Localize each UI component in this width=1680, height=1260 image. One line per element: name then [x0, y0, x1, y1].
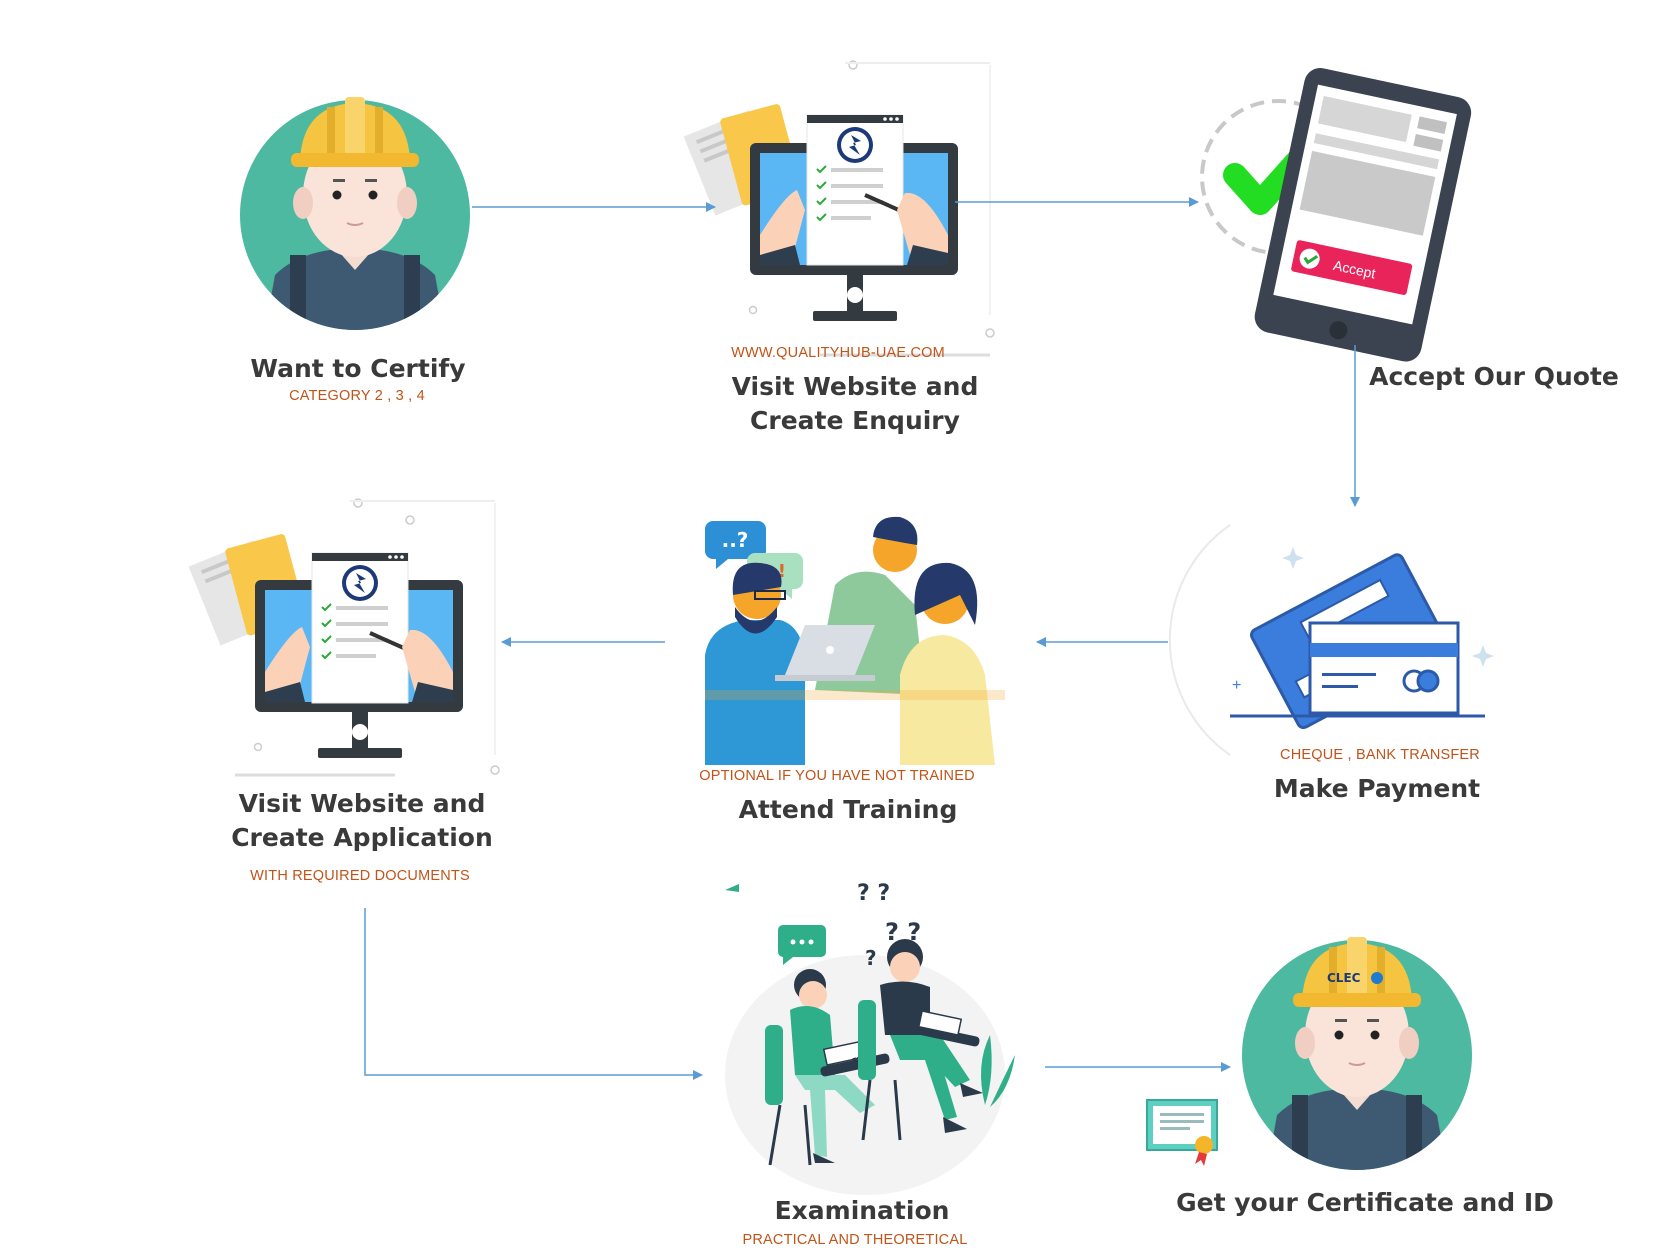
step-training-sub: OPTIONAL IF YOU HAVE NOT TRAINED	[699, 768, 975, 784]
students-exam-icon: ? ? ? ? ? EXAM	[725, 881, 1015, 1195]
svg-text:..?: ..?	[722, 528, 749, 552]
step-application-sub: WITH REQUIRED DOCUMENTS	[250, 868, 470, 884]
worker-avatar-icon	[240, 97, 470, 330]
svg-text:?: ?	[865, 946, 877, 970]
computer-form-icon	[188, 498, 500, 777]
certificate-icon	[1146, 1099, 1218, 1166]
step-application-title-2: Create Application	[231, 823, 493, 852]
step-certificate-title: Get your Certificate and ID	[1176, 1188, 1554, 1217]
step-examination-title: Examination	[774, 1196, 950, 1225]
step-enquiry-url[interactable]: WWW.QUALITYHUB-UAE.COM	[731, 345, 945, 361]
step-application-title-1: Visit Website and	[238, 789, 486, 818]
phone-accept-icon: Accept	[1200, 68, 1472, 362]
step-payment-sub: CHEQUE , BANK TRANSFER	[1280, 747, 1480, 763]
arrow-application-to-exam	[364, 908, 703, 1080]
step-training-title: Attend Training	[738, 795, 958, 824]
flow-arrows	[364, 197, 1360, 1080]
step-enquiry-title-2: Create Enquiry	[750, 406, 960, 435]
svg-text:? ?: ? ?	[857, 881, 890, 906]
step-quote-title: Accept Our Quote	[1369, 362, 1619, 391]
credit-card-icon: + +	[1168, 524, 1494, 756]
step-certify-sub: CATEGORY 2 , 3 , 4	[289, 388, 425, 404]
step-examination-sub: PRACTICAL AND THEORETICAL	[742, 1232, 968, 1248]
step-payment-title: Make Payment	[1273, 774, 1481, 803]
step-enquiry-title-1: Visit Website and	[731, 372, 979, 401]
computer-form-icon	[683, 60, 995, 357]
svg-text:+: +	[1232, 677, 1241, 694]
team-discussion-icon: ..? ..!	[705, 516, 1005, 765]
step-certify-title: Want to Certify	[250, 354, 466, 383]
helmet-logo-text: CLEC	[1327, 971, 1361, 985]
worker-certificate-icon: CLEC	[1146, 937, 1472, 1170]
